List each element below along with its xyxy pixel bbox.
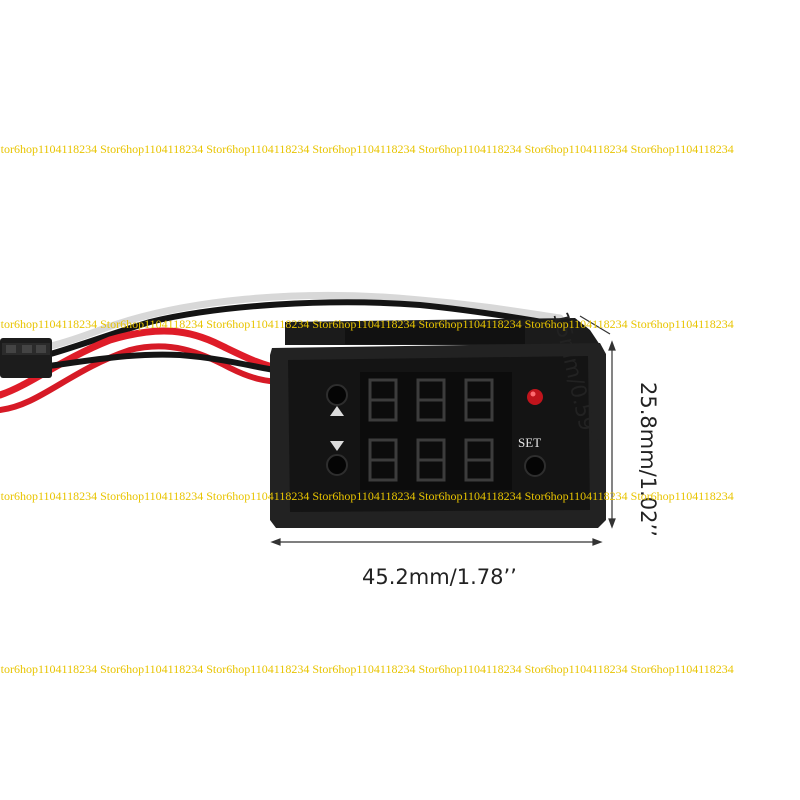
black-wire-2 [0,351,288,375]
display-top [368,378,494,422]
up-button [326,384,348,406]
indicator-led [527,389,543,405]
dimension-lines [270,315,616,546]
black-wire [0,299,563,368]
down-arrow-icon [330,441,344,451]
display-bottom [368,438,494,482]
up-arrow-icon [330,406,344,416]
set-button [524,455,546,477]
red-wire-2 [0,343,288,413]
set-label: SET [518,435,541,450]
down-button [326,454,348,476]
wire-connector [0,338,52,378]
display-window [360,372,512,490]
white-wire [0,291,564,359]
width-dimension-label: 45.2mm/1.78’’ [362,565,517,589]
height-dimension-label: 25.8mm/1.02’’ [636,382,660,537]
rear-clip [345,326,525,344]
